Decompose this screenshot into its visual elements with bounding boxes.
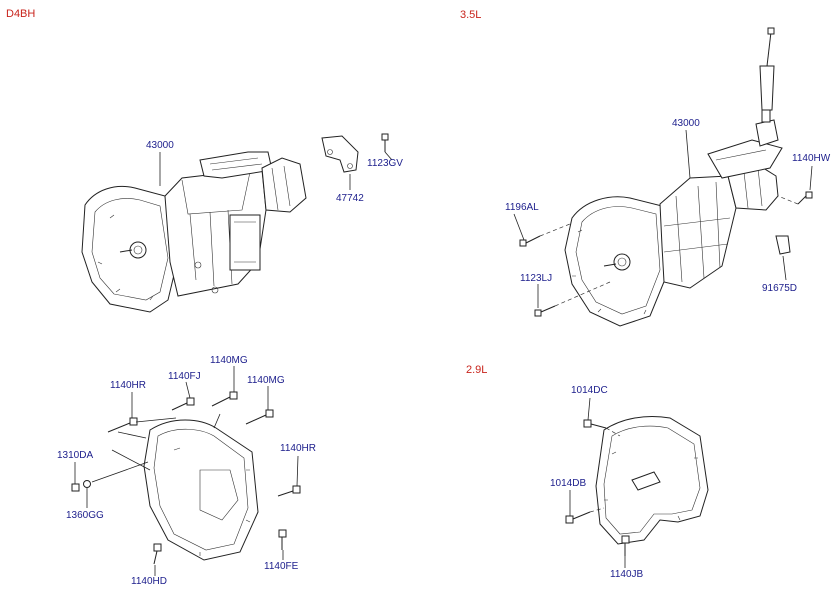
part-label-1360gg[interactable]: 1360GG — [66, 510, 104, 521]
part-label-1123lj[interactable]: 1123LJ — [520, 273, 553, 284]
part-label-1196al[interactable]: 1196AL — [505, 202, 539, 213]
bolt-1123gv[interactable] — [381, 133, 389, 152]
part-label-1014dc[interactable]: 1014DC — [571, 385, 608, 396]
3-5l-transmission-assembly[interactable] — [564, 27, 783, 327]
bolt-1140fj[interactable] — [171, 397, 195, 411]
bolt-1140hr-left[interactable] — [107, 417, 138, 433]
section-label-3-5l: 3.5L — [460, 9, 482, 21]
part-label-1140hr-right[interactable]: 1140HR — [280, 443, 316, 454]
part-label-1140hr-left[interactable]: 1140HR — [110, 380, 146, 391]
part-label-1140jb[interactable]: 1140JB — [610, 569, 644, 580]
nut-1310da[interactable] — [71, 483, 80, 492]
2-9l-clutch-housing[interactable] — [595, 416, 709, 545]
part-label-43000-d4bh[interactable]: 43000 — [146, 140, 174, 151]
bolt-1140hw[interactable] — [797, 191, 813, 205]
section-label-2-9l: 2.9L — [466, 364, 488, 376]
part-label-1123gv[interactable]: 1123GV — [367, 158, 403, 169]
bolt-1140jb[interactable] — [621, 535, 630, 556]
part-label-1140mg-right[interactable]: 1140MG — [247, 375, 285, 386]
bolt-1014db[interactable] — [565, 511, 591, 524]
section-label-d4bh: D4BH — [6, 8, 36, 20]
bolt-1140hr-right[interactable] — [277, 485, 301, 497]
part-label-1140fe[interactable]: 1140FE — [264, 561, 299, 572]
d4bh-transmission-assembly[interactable] — [81, 151, 307, 313]
part-label-1140hw[interactable]: 1140HW — [792, 153, 831, 164]
part-label-1140fj[interactable]: 1140FJ — [168, 371, 201, 382]
part-label-43000-3-5l[interactable]: 43000 — [672, 118, 700, 129]
bolt-1140fe[interactable] — [278, 529, 287, 550]
part-label-47742[interactable]: 47742 — [336, 193, 364, 204]
bolt-1140mg-upper[interactable] — [211, 391, 238, 407]
bolt-1140mg-right[interactable] — [245, 409, 274, 425]
bolt-1123lj[interactable] — [534, 305, 556, 317]
part-label-1014db[interactable]: 1014DB — [550, 478, 587, 489]
bolt-1196al[interactable] — [519, 235, 541, 247]
bracket-47742[interactable] — [321, 135, 359, 173]
part-label-91675d[interactable]: 91675D — [762, 283, 798, 294]
bolt-1140hd[interactable] — [153, 543, 162, 565]
part-label-1310da[interactable]: 1310DA — [57, 450, 94, 461]
washer-1360gg[interactable] — [83, 480, 91, 488]
bolt-1014dc[interactable] — [583, 419, 607, 429]
clip-91675d[interactable] — [775, 235, 791, 255]
part-label-1140hd[interactable]: 1140HD — [131, 576, 167, 587]
d4bh-clutch-housing[interactable] — [143, 419, 259, 561]
part-label-1140mg-upper[interactable]: 1140MG — [210, 355, 248, 366]
